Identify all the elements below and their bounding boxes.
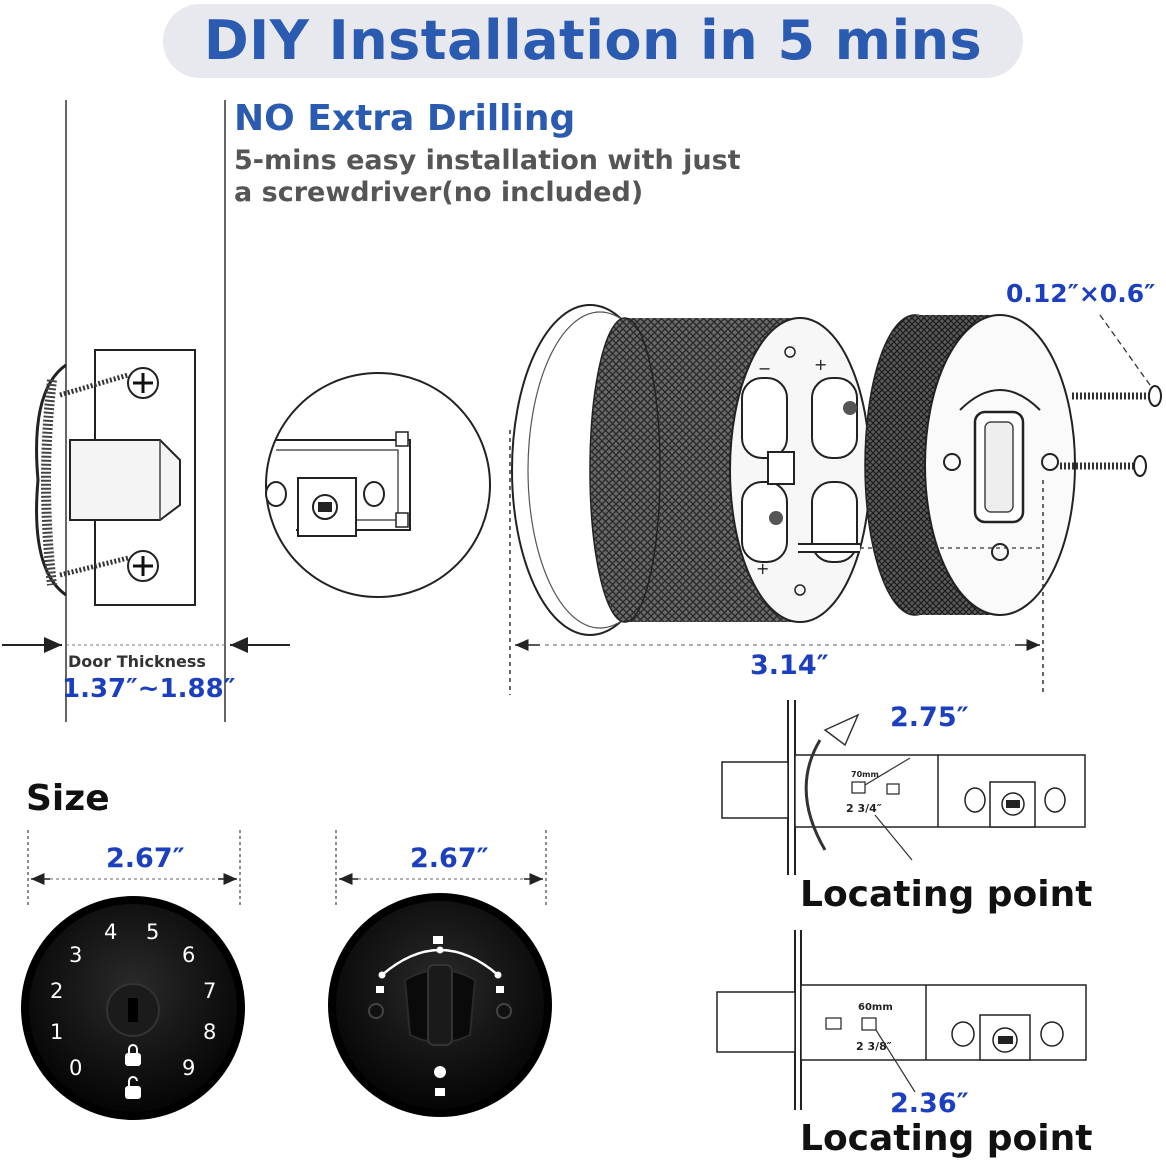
latch-bottom-diagram xyxy=(716,930,1087,1110)
keypad-key-7: 7 xyxy=(203,979,217,1003)
svg-text:+: + xyxy=(814,355,827,374)
keypad-key-8: 8 xyxy=(203,1020,217,1044)
size-title: Size xyxy=(26,778,110,819)
keypad-key-5: 5 xyxy=(146,920,160,944)
keypad-width-value: 2.67″ xyxy=(106,843,185,874)
lock-depth-value: 3.14″ xyxy=(750,650,829,681)
keypad-width-dimension xyxy=(27,830,241,905)
door-thickness-label: Door Thickness xyxy=(68,652,206,671)
keypad-key-2: 2 xyxy=(50,979,64,1003)
keypad-key-9: 9 xyxy=(182,1056,196,1080)
inner-width-dimension xyxy=(335,830,547,905)
lock-depth-dimension xyxy=(509,430,1044,695)
mounting-screws xyxy=(1060,314,1162,477)
latch-top-backset: 2.75″ xyxy=(890,702,969,733)
svg-text:−: − xyxy=(758,359,771,378)
feature-heading: NO Extra Drilling xyxy=(234,98,576,139)
keypad-key-3: 3 xyxy=(69,943,83,967)
door-edge xyxy=(65,100,226,722)
title-banner xyxy=(163,4,1023,78)
latch-top-frac-label: 2 3/4″ xyxy=(846,802,882,815)
keypad-key-4: 4 xyxy=(104,920,118,944)
latch-faceplate xyxy=(35,349,196,606)
screw-size-value: 0.12″×0.6″ xyxy=(1006,279,1156,308)
latch-top-diagram xyxy=(721,700,1086,875)
latch-bottom-mm-label: 60mm xyxy=(858,1002,893,1013)
thumbturn-lock-back xyxy=(328,893,552,1117)
exterior-lock-body: + − + xyxy=(511,304,871,636)
door-thickness-value: 1.37″~1.88″ xyxy=(62,674,236,704)
inner-width-value: 2.67″ xyxy=(410,843,489,874)
feature-desc-line2: a screwdriver(no included) xyxy=(234,177,644,208)
latch-bottom-caption: Locating point xyxy=(800,1118,1093,1159)
keypad-lock-front xyxy=(21,896,245,1120)
feature-desc-line1: 5-mins easy installation with just xyxy=(234,145,741,176)
latch-top-caption: Locating point xyxy=(800,874,1093,915)
latch-bottom-frac-label: 2 3/8″ xyxy=(856,1040,892,1053)
latch-bottom-backset: 2.36″ xyxy=(890,1088,969,1119)
keypad-key-6: 6 xyxy=(182,943,196,967)
svg-text:+: + xyxy=(756,559,769,578)
page-title: DIY Installation in 5 mins xyxy=(203,9,983,72)
keypad-key-1: 1 xyxy=(50,1020,64,1044)
keypad-key-0: 0 xyxy=(69,1056,83,1080)
latch-top-mm-label: 70mm xyxy=(851,770,879,779)
interior-lock-body xyxy=(864,314,1076,616)
latch-detail-magnifier xyxy=(265,372,491,598)
